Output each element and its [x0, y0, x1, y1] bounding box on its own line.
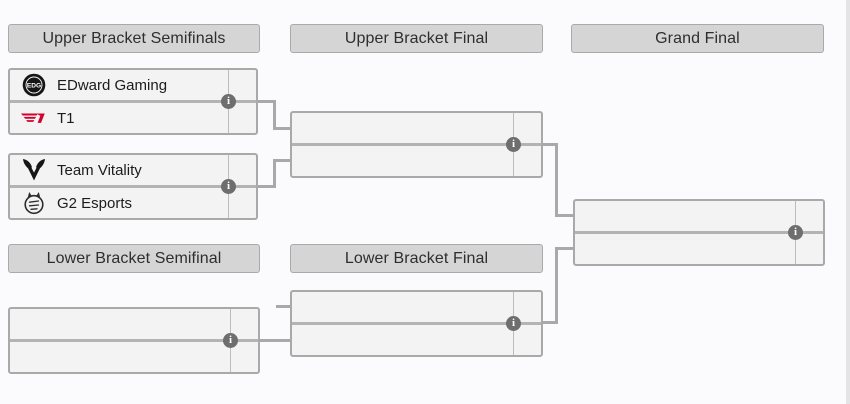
team-name: EDward Gaming: [57, 76, 168, 94]
info-icon[interactable]: i: [506, 137, 521, 152]
row-divider: [292, 143, 541, 146]
team-row: [575, 201, 823, 231]
row-divider: [10, 339, 258, 342]
edward-gaming-logo-icon: EDG: [21, 72, 47, 98]
team-name: G2 Esports: [57, 194, 133, 212]
connector-line: [256, 100, 276, 103]
match-lower-bracket-final: i: [290, 290, 543, 357]
connector-line: [273, 100, 276, 130]
match-upper-semifinal-1: EDG EDward Gaming T1 i: [8, 68, 258, 135]
connector-line: [541, 143, 558, 146]
header-upper-bracket-semifinals: Upper Bracket Semifinals: [8, 24, 260, 53]
connector-line: [555, 247, 573, 250]
header-lower-bracket-semifinal: Lower Bracket Semifinal: [8, 244, 260, 273]
connector-line: [273, 159, 276, 188]
row-divider: [575, 231, 823, 234]
header-lower-bracket-final: Lower Bracket Final: [290, 244, 543, 273]
connector-line: [256, 185, 276, 188]
info-icon[interactable]: i: [221, 179, 236, 194]
connector-line: [555, 247, 558, 324]
header-grand-final: Grand Final: [571, 24, 824, 53]
team-row: [575, 234, 823, 264]
connector-line: [555, 214, 573, 217]
team-row: [10, 342, 258, 372]
match-lower-bracket-semifinal: i: [8, 307, 260, 374]
team-name: Team Vitality: [57, 161, 142, 179]
match-upper-bracket-final: i: [290, 111, 543, 178]
row-divider: [10, 185, 256, 188]
connector-line: [273, 159, 290, 162]
t1-logo-icon: [21, 105, 47, 131]
connector-line: [273, 127, 290, 130]
team-row: EDG EDward Gaming: [10, 70, 256, 100]
row-divider: [292, 322, 541, 325]
team-row: Team Vitality: [10, 155, 256, 185]
team-row: G2 Esports: [10, 188, 256, 218]
team-row: [292, 146, 541, 176]
team-row: [292, 292, 541, 322]
right-edge-shade: [846, 0, 850, 404]
info-icon[interactable]: i: [506, 316, 521, 331]
team-vitality-logo-icon: [21, 157, 47, 183]
info-icon[interactable]: i: [223, 333, 238, 348]
team-row: [10, 309, 258, 339]
connector-line: [541, 321, 558, 324]
team-row: T1: [10, 103, 256, 133]
team-name: T1: [57, 109, 75, 127]
header-upper-bracket-final: Upper Bracket Final: [290, 24, 543, 53]
team-row: [292, 325, 541, 355]
svg-text:EDG: EDG: [27, 83, 41, 90]
info-icon[interactable]: i: [221, 94, 236, 109]
match-grand-final: i: [573, 199, 825, 266]
info-icon[interactable]: i: [788, 225, 803, 240]
connector-line: [555, 143, 558, 217]
connector-line: [258, 339, 290, 342]
connector-line: [276, 305, 290, 308]
g2-esports-logo-icon: [21, 190, 47, 216]
team-row: [292, 113, 541, 143]
row-divider: [10, 100, 256, 103]
match-upper-semifinal-2: Team Vitality G2 Esports i: [8, 153, 258, 220]
